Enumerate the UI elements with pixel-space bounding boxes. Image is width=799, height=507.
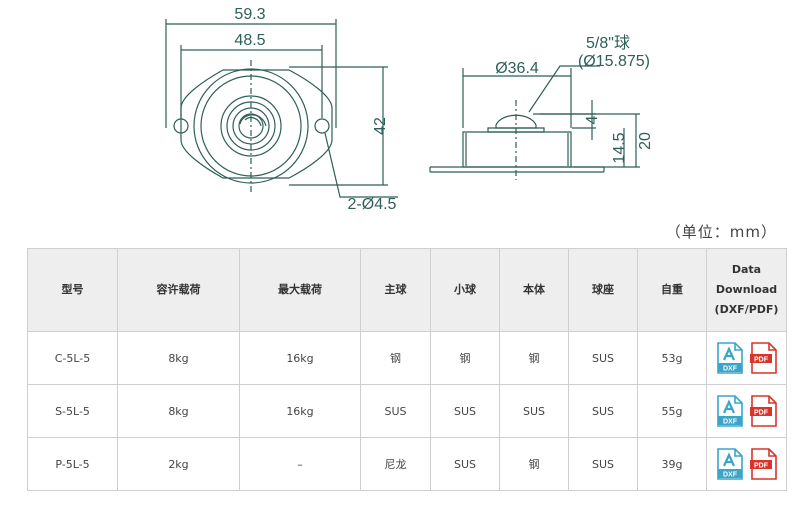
header-weight: 自重 bbox=[637, 248, 707, 332]
cell-max-load: – bbox=[239, 437, 361, 491]
table-row: C-5L-5 8kg 16kg 钢 钢 钢 SUS 53g DXF PDF bbox=[27, 331, 787, 385]
cell-allowable-load: 8kg bbox=[117, 384, 240, 438]
table-header-row: 型号 容许载荷 最大载荷 主球 小球 本体 球座 自重 Data Downloa… bbox=[27, 248, 787, 332]
cell-small-ball: SUS bbox=[430, 437, 500, 491]
cell-body: SUS bbox=[499, 384, 569, 438]
dxf-download-icon[interactable]: DXF bbox=[716, 448, 743, 480]
table-row: P-5L-5 2kg – 尼龙 SUS 钢 SUS 39g DXF PDF bbox=[27, 437, 787, 491]
dim-holes: 2-Ø4.5 bbox=[348, 196, 397, 213]
header-main-ball: 主球 bbox=[360, 248, 431, 332]
cell-ball-seat: SUS bbox=[568, 331, 638, 385]
dxf-download-icon[interactable]: DXF bbox=[716, 395, 743, 427]
cell-main-ball: 尼龙 bbox=[360, 437, 431, 491]
cell-small-ball: SUS bbox=[430, 384, 500, 438]
cell-body: 钢 bbox=[499, 331, 569, 385]
spec-table: 型号 容许载荷 最大载荷 主球 小球 本体 球座 自重 Data Downloa… bbox=[27, 248, 787, 491]
flange-outline bbox=[180, 69, 333, 179]
pdf-download-icon[interactable]: PDF bbox=[750, 342, 777, 374]
dim-height: 42 bbox=[372, 117, 389, 135]
cell-weight: 55g bbox=[637, 384, 707, 438]
dim-ball-protrusion: 4 bbox=[584, 115, 601, 124]
svg-text:DXF: DXF bbox=[723, 366, 738, 373]
dim-width-total: 59.3 bbox=[234, 6, 265, 23]
header-allowable-load: 容许载荷 bbox=[117, 248, 240, 332]
dim-body-height: 14.5 bbox=[611, 132, 628, 163]
svg-text:PDF: PDF bbox=[754, 410, 769, 417]
cell-model: P-5L-5 bbox=[27, 437, 118, 491]
svg-text:PDF: PDF bbox=[754, 463, 769, 470]
cell-ball-seat: SUS bbox=[568, 437, 638, 491]
dxf-download-icon[interactable]: DXF bbox=[716, 342, 743, 374]
cell-model: C-5L-5 bbox=[27, 331, 118, 385]
cell-body: 钢 bbox=[499, 437, 569, 491]
cell-main-ball: SUS bbox=[360, 384, 431, 438]
pdf-download-icon[interactable]: PDF bbox=[750, 395, 777, 427]
header-max-load: 最大载荷 bbox=[239, 248, 361, 332]
dim-ball-spec-2: (Ø15.875) bbox=[578, 53, 650, 70]
svg-text:DXF: DXF bbox=[723, 472, 738, 479]
header-body: 本体 bbox=[499, 248, 569, 332]
cell-small-ball: 钢 bbox=[430, 331, 500, 385]
cell-weight: 53g bbox=[637, 331, 707, 385]
cell-max-load: 16kg bbox=[239, 384, 361, 438]
dim-ball-spec-1: 5/8"球 bbox=[586, 34, 630, 52]
dim-total-height: 20 bbox=[637, 132, 654, 150]
pdf-download-icon[interactable]: PDF bbox=[750, 448, 777, 480]
header-model: 型号 bbox=[27, 248, 118, 332]
header-small-ball: 小球 bbox=[430, 248, 500, 332]
header-data-download: Data Download (DXF/PDF) bbox=[706, 248, 787, 332]
side-body bbox=[462, 131, 572, 168]
cell-model: S-5L-5 bbox=[27, 384, 118, 438]
cell-weight: 39g bbox=[637, 437, 707, 491]
cell-main-ball: 钢 bbox=[360, 331, 431, 385]
dim-flange-width: Ø36.4 bbox=[495, 60, 539, 77]
dim-hole-pitch: 48.5 bbox=[234, 32, 265, 49]
header-ball-seat: 球座 bbox=[568, 248, 638, 332]
cell-allowable-load: 8kg bbox=[117, 331, 240, 385]
cell-download: DXF PDF bbox=[706, 331, 787, 385]
cell-download: DXF PDF bbox=[706, 437, 787, 491]
technical-drawing: 59.3 48.5 42 2-Ø4.5 Ø36.4 5/8"球 (Ø15.875… bbox=[165, 6, 654, 213]
mount-hole-left bbox=[173, 118, 189, 134]
mount-hole-right bbox=[314, 118, 330, 134]
unit-note: （单位：mm） bbox=[665, 223, 777, 241]
cell-download: DXF PDF bbox=[706, 384, 787, 438]
cell-allowable-load: 2kg bbox=[117, 437, 240, 491]
cell-ball-seat: SUS bbox=[568, 384, 638, 438]
cell-max-load: 16kg bbox=[239, 331, 361, 385]
svg-text:PDF: PDF bbox=[754, 357, 769, 364]
table-row: S-5L-5 8kg 16kg SUS SUS SUS SUS 55g DXF … bbox=[27, 384, 787, 438]
svg-text:DXF: DXF bbox=[723, 419, 738, 426]
